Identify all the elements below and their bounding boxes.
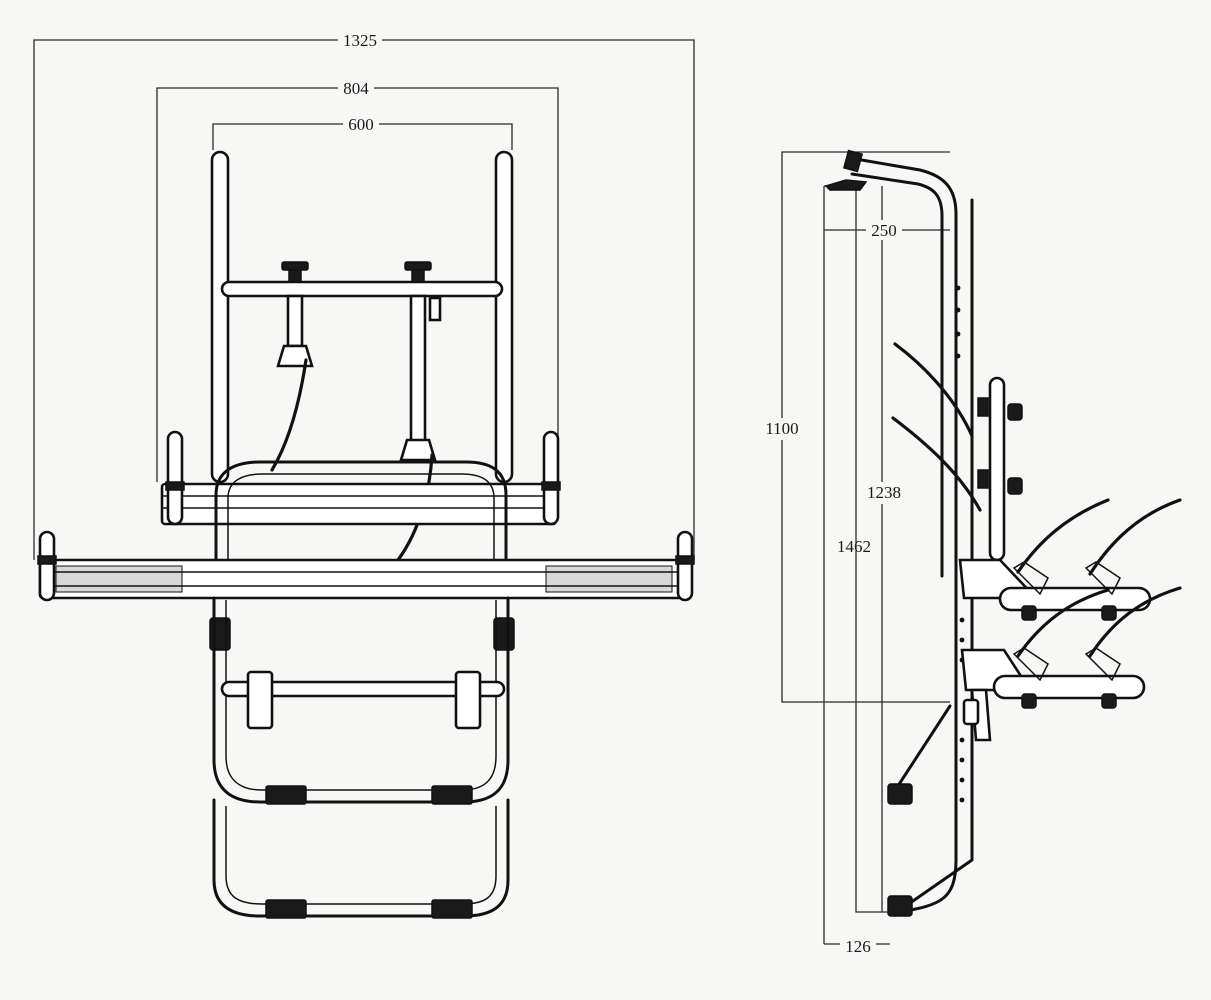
dimension-side-height-frame: 1238 (855, 186, 906, 913)
ladder-step-pad (431, 899, 473, 919)
ladder-step-pad (265, 899, 307, 919)
side-frame-tube (848, 156, 958, 914)
clamp-arm-left (270, 261, 314, 472)
label-1238: 1238 (867, 483, 901, 502)
upper-bike-rail (160, 430, 561, 526)
frame-upright-tubes (210, 150, 514, 484)
ladder-top-loop (214, 460, 508, 582)
side-ladder-rail (898, 198, 974, 912)
label-1325: 1325 (343, 31, 377, 50)
upper-crossbar (220, 280, 504, 298)
label-804: 804 (343, 79, 369, 98)
side-bike-rails (958, 498, 1182, 742)
dimension-front-width-frame: 600 (212, 114, 513, 150)
lower-bike-rail (37, 530, 695, 602)
ladder-step-pad (431, 785, 473, 805)
label-600: 600 (348, 115, 374, 134)
ladder-step-pad (265, 785, 307, 805)
dimension-front-width-platform: 804 (156, 78, 559, 482)
clamp-arm-right (396, 261, 442, 562)
dimension-side-height-ladder: 1100 (758, 151, 950, 703)
side-view: 1100 1462 1238 250 126 (758, 149, 1182, 956)
label-126: 126 (845, 937, 871, 956)
dimension-side-depth-bottom: 126 (824, 936, 890, 956)
dimension-side-depth-top: 250 (824, 220, 950, 240)
ladder-crossbar (220, 680, 506, 698)
frame-holes (955, 285, 965, 803)
label-250: 250 (871, 221, 897, 240)
dimension-side-height-total: 1462 (823, 185, 876, 944)
label-1100: 1100 (765, 419, 798, 438)
front-view: 1325 804 600 (33, 30, 695, 919)
label-1462: 1462 (837, 537, 871, 556)
ladder-section (209, 596, 515, 919)
side-foot-hooks (887, 783, 913, 917)
dimension-front-width-total: 1325 (33, 30, 695, 560)
side-clamp-assembly (891, 342, 1023, 562)
